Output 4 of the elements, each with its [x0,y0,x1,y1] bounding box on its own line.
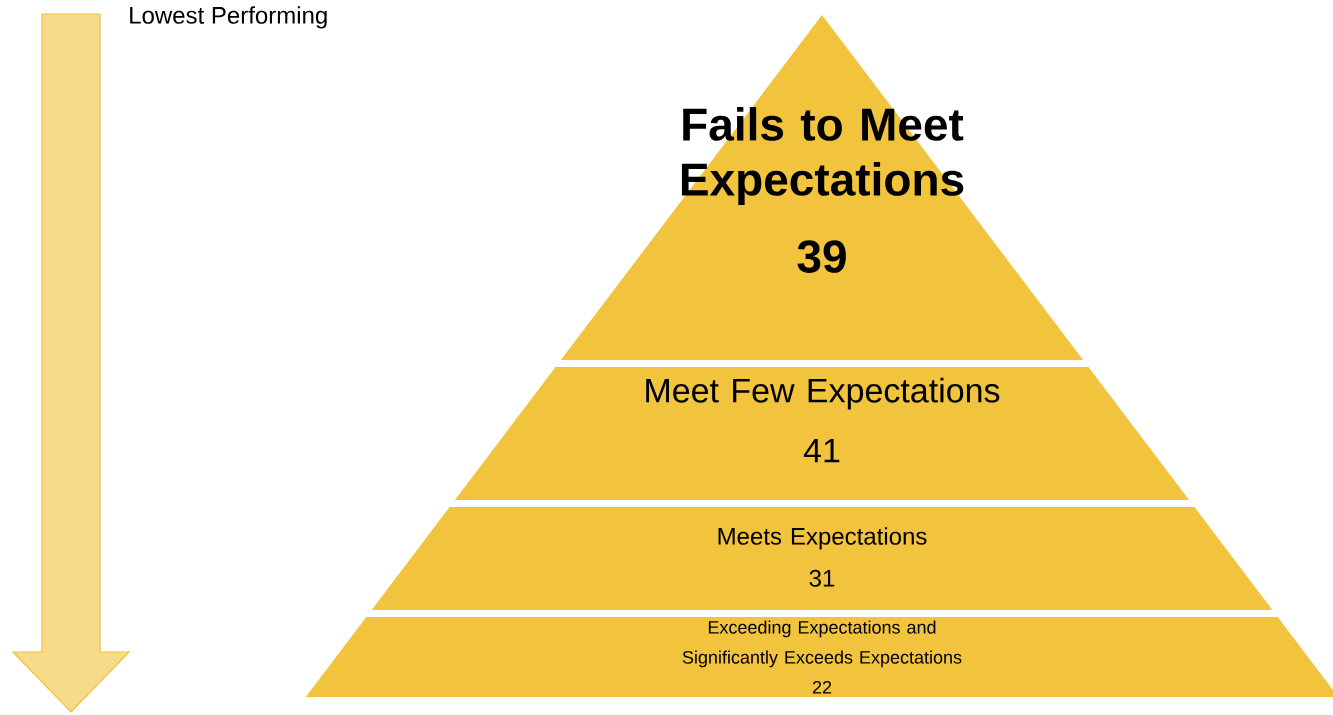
pyramid-tier: Meets Expectations 31 [371,507,1273,610]
pyramid-tier: Exceeding Expectations and Significantly Exceeds Expectations 22 [305,617,1333,697]
pyramid-tier: Meet Few Expectations 41 [454,367,1190,500]
axis-label: Lowest Performing [130,6,327,29]
